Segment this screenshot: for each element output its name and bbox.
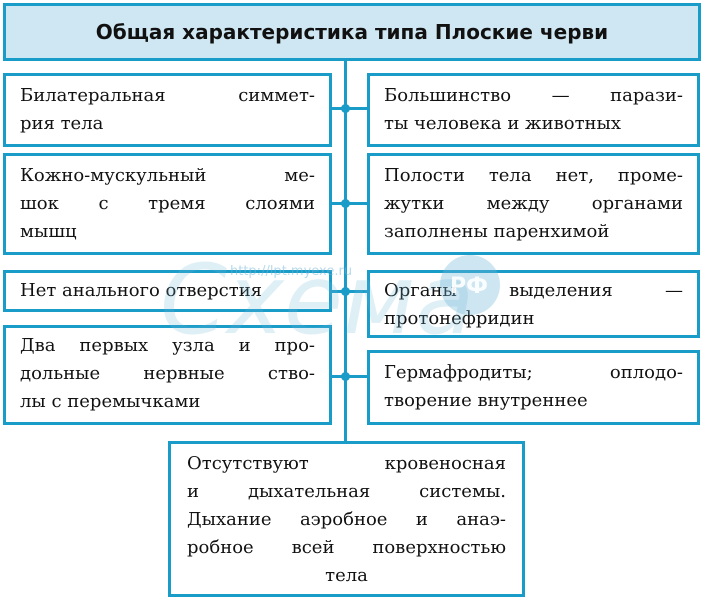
box-left-2: Кожно-мускульный ме- шок с тремя слоями … — [3, 153, 332, 255]
box-right-3-line-1: Органы выделения — — [384, 280, 683, 301]
junction-dot-2 — [341, 199, 350, 208]
box-left-1-line-2: рия тела — [20, 113, 104, 134]
box-right-1-line-2: ты человека и животных — [384, 113, 621, 134]
diagram-title: Общая характеристика типа Плоские черви — [3, 3, 701, 61]
box-right-2-line-1: Полости тела нет, проме- — [384, 165, 683, 186]
box-left-2-line-3: мышц — [20, 221, 77, 242]
box-left-3-line-1: Нет анального отверстия — [20, 280, 263, 301]
box-bottom: Отсутствуют кровеносная и дыхательная си… — [168, 441, 525, 597]
connector-right-2 — [346, 202, 367, 205]
box-bottom-line-1: Отсутствуют кровеносная — [187, 453, 506, 474]
box-bottom-line-5: тела — [325, 565, 368, 586]
box-bottom-line-3: Дыхание аэробное и анаэ- — [187, 509, 506, 530]
box-right-1: Большинство — парази- ты человека и живо… — [367, 73, 700, 147]
box-right-4: Гермафродиты; оплодо- творение внутренне… — [367, 350, 700, 425]
box-right-1-line-1: Большинство — парази- — [384, 85, 683, 106]
junction-dot-4 — [341, 372, 350, 381]
box-left-2-line-1: Кожно-мускульный ме- — [20, 165, 315, 186]
box-left-4-line-3: лы с перемычками — [20, 391, 201, 412]
box-right-3-line-2: протонефридин — [384, 308, 535, 329]
box-right-4-line-1: Гермафродиты; оплодо- — [384, 362, 683, 383]
box-right-2-line-3: заполнены паренхимой — [384, 221, 610, 242]
box-right-2-line-2: жутки между органами — [384, 193, 683, 214]
box-right-4-line-2: творение внутреннее — [384, 390, 588, 411]
junction-dot-3 — [341, 287, 350, 296]
connector-right-3 — [346, 290, 367, 293]
box-left-1-line-1: Билатеральная симмет- — [20, 85, 315, 106]
box-left-4-line-1: Два первых узла и про- — [20, 335, 315, 356]
junction-dot-1 — [341, 104, 350, 113]
connector-left-2 — [332, 202, 346, 205]
box-right-3: Органы выделения — протонефридин — [367, 270, 700, 338]
center-trunk-line — [344, 61, 347, 441]
box-left-4-line-2: дольные нервные ство- — [20, 363, 315, 384]
connector-left-1 — [332, 107, 346, 110]
connector-right-1 — [346, 107, 367, 110]
box-left-3: Нет анального отверстия — [3, 270, 332, 312]
box-left-2-line-2: шок с тремя слоями — [20, 193, 315, 214]
box-left-1: Билатеральная симмет- рия тела — [3, 73, 332, 147]
connector-left-4 — [332, 375, 346, 378]
connector-right-4 — [346, 375, 367, 378]
connector-left-3 — [332, 290, 346, 293]
box-left-4: Два первых узла и про- дольные нервные с… — [3, 325, 332, 425]
box-bottom-line-2: и дыхательная системы. — [187, 481, 506, 502]
box-bottom-line-4: робное всей поверхностью — [187, 537, 506, 558]
box-right-2: Полости тела нет, проме- жутки между орг… — [367, 153, 700, 255]
